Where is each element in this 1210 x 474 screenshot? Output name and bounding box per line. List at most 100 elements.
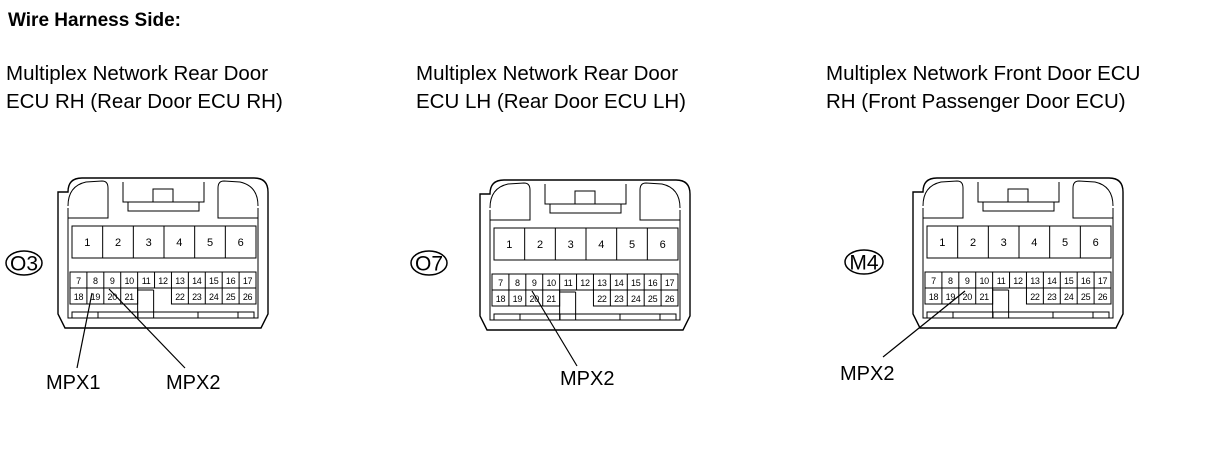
pin-label: 7 [498, 278, 503, 288]
pin-label: 17 [665, 278, 675, 288]
pin-label: 23 [1047, 292, 1057, 302]
pin-label: 12 [580, 278, 590, 288]
pin-label: 8 [93, 276, 98, 286]
pin-label: 9 [110, 276, 115, 286]
pin-label: 12 [1013, 276, 1023, 286]
connector-id-label: M4 [849, 252, 878, 275]
pin-label: 3 [568, 239, 574, 251]
key-slot [992, 288, 1010, 318]
pin-group-right [592, 289, 679, 307]
title-line: ECU LH (Rear Door ECU LH) [416, 90, 686, 113]
pin-label: 25 [648, 294, 658, 304]
pin-label: 18 [496, 294, 506, 304]
pin-label: 10 [979, 276, 989, 286]
pin-label: 19 [513, 294, 523, 304]
left-latch [922, 180, 964, 219]
connector-housing [57, 177, 269, 329]
lock-tab-center [1007, 188, 1029, 203]
pin-label: 14 [614, 278, 624, 288]
key-slot [137, 288, 155, 318]
pin-label: 24 [209, 292, 219, 302]
pin-label: 22 [175, 292, 185, 302]
pin-group-right [170, 287, 257, 305]
pin-label: 21 [546, 294, 556, 304]
title-line: Multiplex Network Rear Door [6, 62, 269, 85]
pin-label: 26 [243, 292, 253, 302]
wire-label: MPX2 [840, 363, 894, 385]
pin-label: 15 [1064, 276, 1074, 286]
pin-label: 1 [84, 237, 90, 249]
bottom-rail [926, 311, 1110, 319]
pin-label: 7 [931, 276, 936, 286]
pin-label: 25 [226, 292, 236, 302]
pin-label: 23 [614, 294, 624, 304]
title-line: Multiplex Network Rear Door [416, 62, 679, 85]
pin-label: 16 [1081, 276, 1091, 286]
pin-label: 10 [546, 278, 556, 288]
lock-tab [977, 182, 1060, 212]
connector-id-badge-o3: O3 [5, 250, 43, 276]
lock-tab [122, 182, 205, 212]
pin-label: 25 [1081, 292, 1091, 302]
pin-label: 15 [209, 276, 219, 286]
pin-label: 17 [1098, 276, 1108, 286]
pin-row-small [491, 273, 679, 291]
pin-label: 3 [1001, 237, 1007, 249]
pin-label: 16 [226, 276, 236, 286]
pin-label: 1 [506, 239, 512, 251]
pin-label: 8 [515, 278, 520, 288]
pin-label: 20 [530, 294, 540, 304]
lock-tab-center [574, 190, 596, 205]
connector-title-o7: Multiplex Network Rear Door ECU LH (Rear… [416, 60, 686, 116]
pin-group-right [1025, 287, 1112, 305]
pin-label: 12 [158, 276, 168, 286]
title-line: RH (Front Passenger Door ECU) [826, 90, 1126, 113]
wire-label: MPX2 [166, 372, 220, 394]
pin-label: 10 [124, 276, 134, 286]
bottom-rail [493, 313, 677, 321]
right-latch [1072, 180, 1114, 219]
pin-label: 19 [946, 292, 956, 302]
connector-id-badge-o7: O7 [410, 250, 448, 276]
pin-label: 13 [597, 278, 607, 288]
pin-label: 6 [238, 237, 244, 249]
left-latch [67, 180, 109, 219]
pin-label: 14 [1047, 276, 1057, 286]
pin-label: 8 [948, 276, 953, 286]
pin-label: 11 [997, 276, 1006, 286]
pin-row-small [69, 271, 257, 289]
wire-callout-mpx2: MPX2 [108, 288, 220, 394]
lock-tab [544, 184, 627, 214]
connector-title-o3: Multiplex Network Rear Door ECU RH (Rear… [6, 60, 283, 116]
pin-label: 5 [629, 239, 635, 251]
pin-label: 15 [631, 278, 641, 288]
pin-label: 18 [929, 292, 939, 302]
right-latch [217, 180, 259, 219]
wire-callout-mpx2: MPX2 [531, 290, 614, 390]
pin-label: 20 [963, 292, 973, 302]
pin-label: 22 [597, 294, 607, 304]
pin-label: 22 [1030, 292, 1040, 302]
connector-title-m4: Multiplex Network Front Door ECU RH (Fro… [826, 60, 1140, 116]
pin-label: 3 [146, 237, 152, 249]
pin-label: 9 [965, 276, 970, 286]
pin-label: 26 [665, 294, 675, 304]
pin-label: 20 [108, 292, 118, 302]
pin-label: 9 [532, 278, 537, 288]
right-latch [639, 182, 681, 221]
pin-label: 4 [598, 239, 604, 251]
connector-housing [912, 177, 1124, 329]
pin-label: 5 [1062, 237, 1068, 249]
pin-label: 18 [74, 292, 84, 302]
pin-label: 11 [142, 276, 151, 286]
pin-label: 2 [537, 239, 543, 251]
left-latch [489, 182, 531, 221]
wire-label: MPX1 [46, 372, 100, 394]
pin-label: 14 [192, 276, 202, 286]
pin-label: 4 [1031, 237, 1037, 249]
bottom-rail [71, 311, 255, 319]
pin-label: 5 [207, 237, 213, 249]
